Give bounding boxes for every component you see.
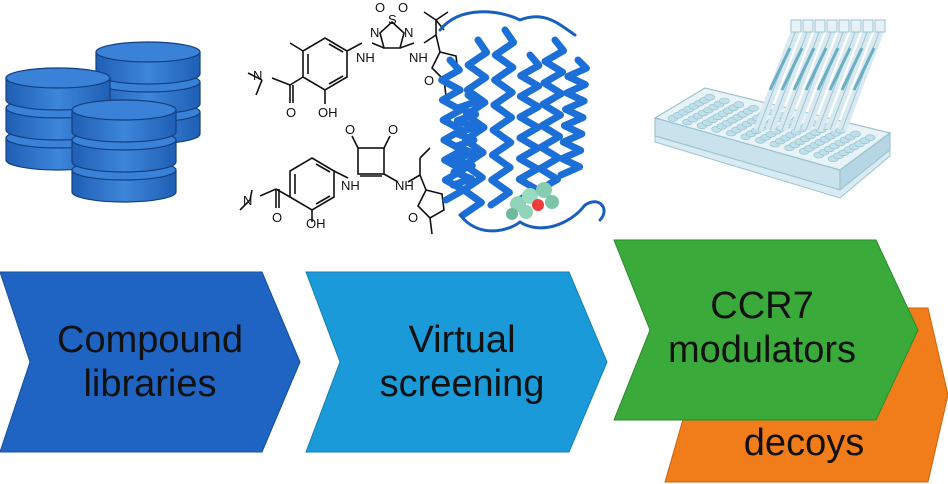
mol2-o3: O bbox=[388, 122, 398, 137]
mol1-oh: OH bbox=[318, 105, 338, 120]
mol2-nh2: NH bbox=[395, 178, 414, 193]
pipette-liquid bbox=[792, 47, 816, 91]
helix bbox=[515, 51, 543, 204]
plate-well bbox=[718, 97, 730, 105]
step-1-line-1: Compound bbox=[57, 319, 243, 361]
mol2-o2: O bbox=[345, 122, 355, 137]
pipette-outline bbox=[805, 29, 845, 131]
mol1-s: S bbox=[388, 12, 397, 27]
pipette-liquid bbox=[828, 47, 852, 91]
pipette-outline bbox=[793, 29, 833, 131]
database-disc bbox=[71, 159, 177, 203]
mol1-nh2: NH bbox=[409, 50, 428, 65]
mol1-o3: O bbox=[398, 0, 408, 15]
loop bbox=[458, 200, 606, 233]
plate-well bbox=[704, 94, 716, 101]
mol2-o4: O bbox=[408, 210, 418, 225]
pipette-outline bbox=[757, 29, 797, 131]
pipette-head bbox=[790, 19, 802, 33]
mol1-o4: O bbox=[424, 73, 434, 88]
pipette-liquid bbox=[768, 47, 792, 91]
step-ccr7-modulators-arrow bbox=[613, 239, 919, 421]
plate-well bbox=[733, 101, 745, 108]
mol2-n: N bbox=[243, 193, 252, 208]
step-compound-libraries-arrow bbox=[0, 271, 301, 453]
chemical-structures-icon-2 bbox=[239, 135, 445, 235]
database-disc bbox=[71, 99, 177, 143]
pipette-liquid bbox=[816, 47, 840, 91]
mol1-o2: O bbox=[375, 0, 385, 15]
plate-well bbox=[748, 105, 759, 112]
pipette-outline bbox=[769, 29, 809, 131]
mol1-n2: N bbox=[370, 25, 379, 40]
loop bbox=[438, 10, 577, 37]
mol1-o: O bbox=[286, 105, 296, 120]
database-disc bbox=[95, 41, 201, 85]
pipette-liquid bbox=[840, 47, 864, 91]
pipette-head bbox=[802, 19, 814, 33]
helix bbox=[535, 36, 567, 194]
protein-structure-icon bbox=[438, 10, 606, 233]
pipette-head bbox=[814, 19, 826, 33]
pipette-outline bbox=[781, 29, 821, 131]
pipette-head bbox=[826, 19, 838, 33]
database-stack-icon bbox=[5, 41, 201, 203]
helix bbox=[459, 36, 491, 219]
mol2-oh: OH bbox=[306, 216, 326, 231]
decoys-label: decoys bbox=[744, 422, 864, 464]
well-plate-pipette-icon bbox=[653, 19, 892, 199]
database-disc bbox=[5, 67, 111, 111]
mol1-n: N bbox=[253, 68, 262, 83]
mol1-nh1: NH bbox=[356, 50, 375, 65]
step-1-line-2: libraries bbox=[83, 363, 216, 405]
pipette-liquid bbox=[780, 47, 804, 91]
pipette-liquid bbox=[804, 47, 828, 91]
step-3-line-1: CCR7 bbox=[710, 285, 813, 327]
mol2-nh1: NH bbox=[341, 178, 360, 193]
mol2-o: O bbox=[272, 210, 282, 225]
chemical-structures-icon bbox=[247, 11, 459, 104]
step-virtual-screening-arrow bbox=[305, 271, 608, 453]
helix bbox=[487, 26, 518, 209]
plate-well bbox=[864, 134, 876, 141]
pipette-head bbox=[862, 19, 874, 33]
ligand-icon bbox=[506, 182, 559, 220]
step-2-line-2: screening bbox=[380, 363, 545, 405]
pipette-head bbox=[874, 19, 886, 33]
helix bbox=[449, 91, 481, 189]
pipette-head bbox=[838, 19, 850, 33]
pipette-outline bbox=[817, 29, 857, 131]
helix bbox=[557, 56, 590, 179]
pipette-head bbox=[850, 19, 862, 33]
mol1-n3: N bbox=[404, 25, 413, 40]
step-2-line-1: Virtual bbox=[408, 319, 515, 361]
pipette-liquid bbox=[852, 47, 876, 91]
pipette-outline bbox=[829, 29, 869, 131]
pipette-outline bbox=[841, 29, 881, 131]
step-3-line-2: modulators bbox=[668, 329, 856, 371]
plate-well bbox=[850, 130, 861, 138]
